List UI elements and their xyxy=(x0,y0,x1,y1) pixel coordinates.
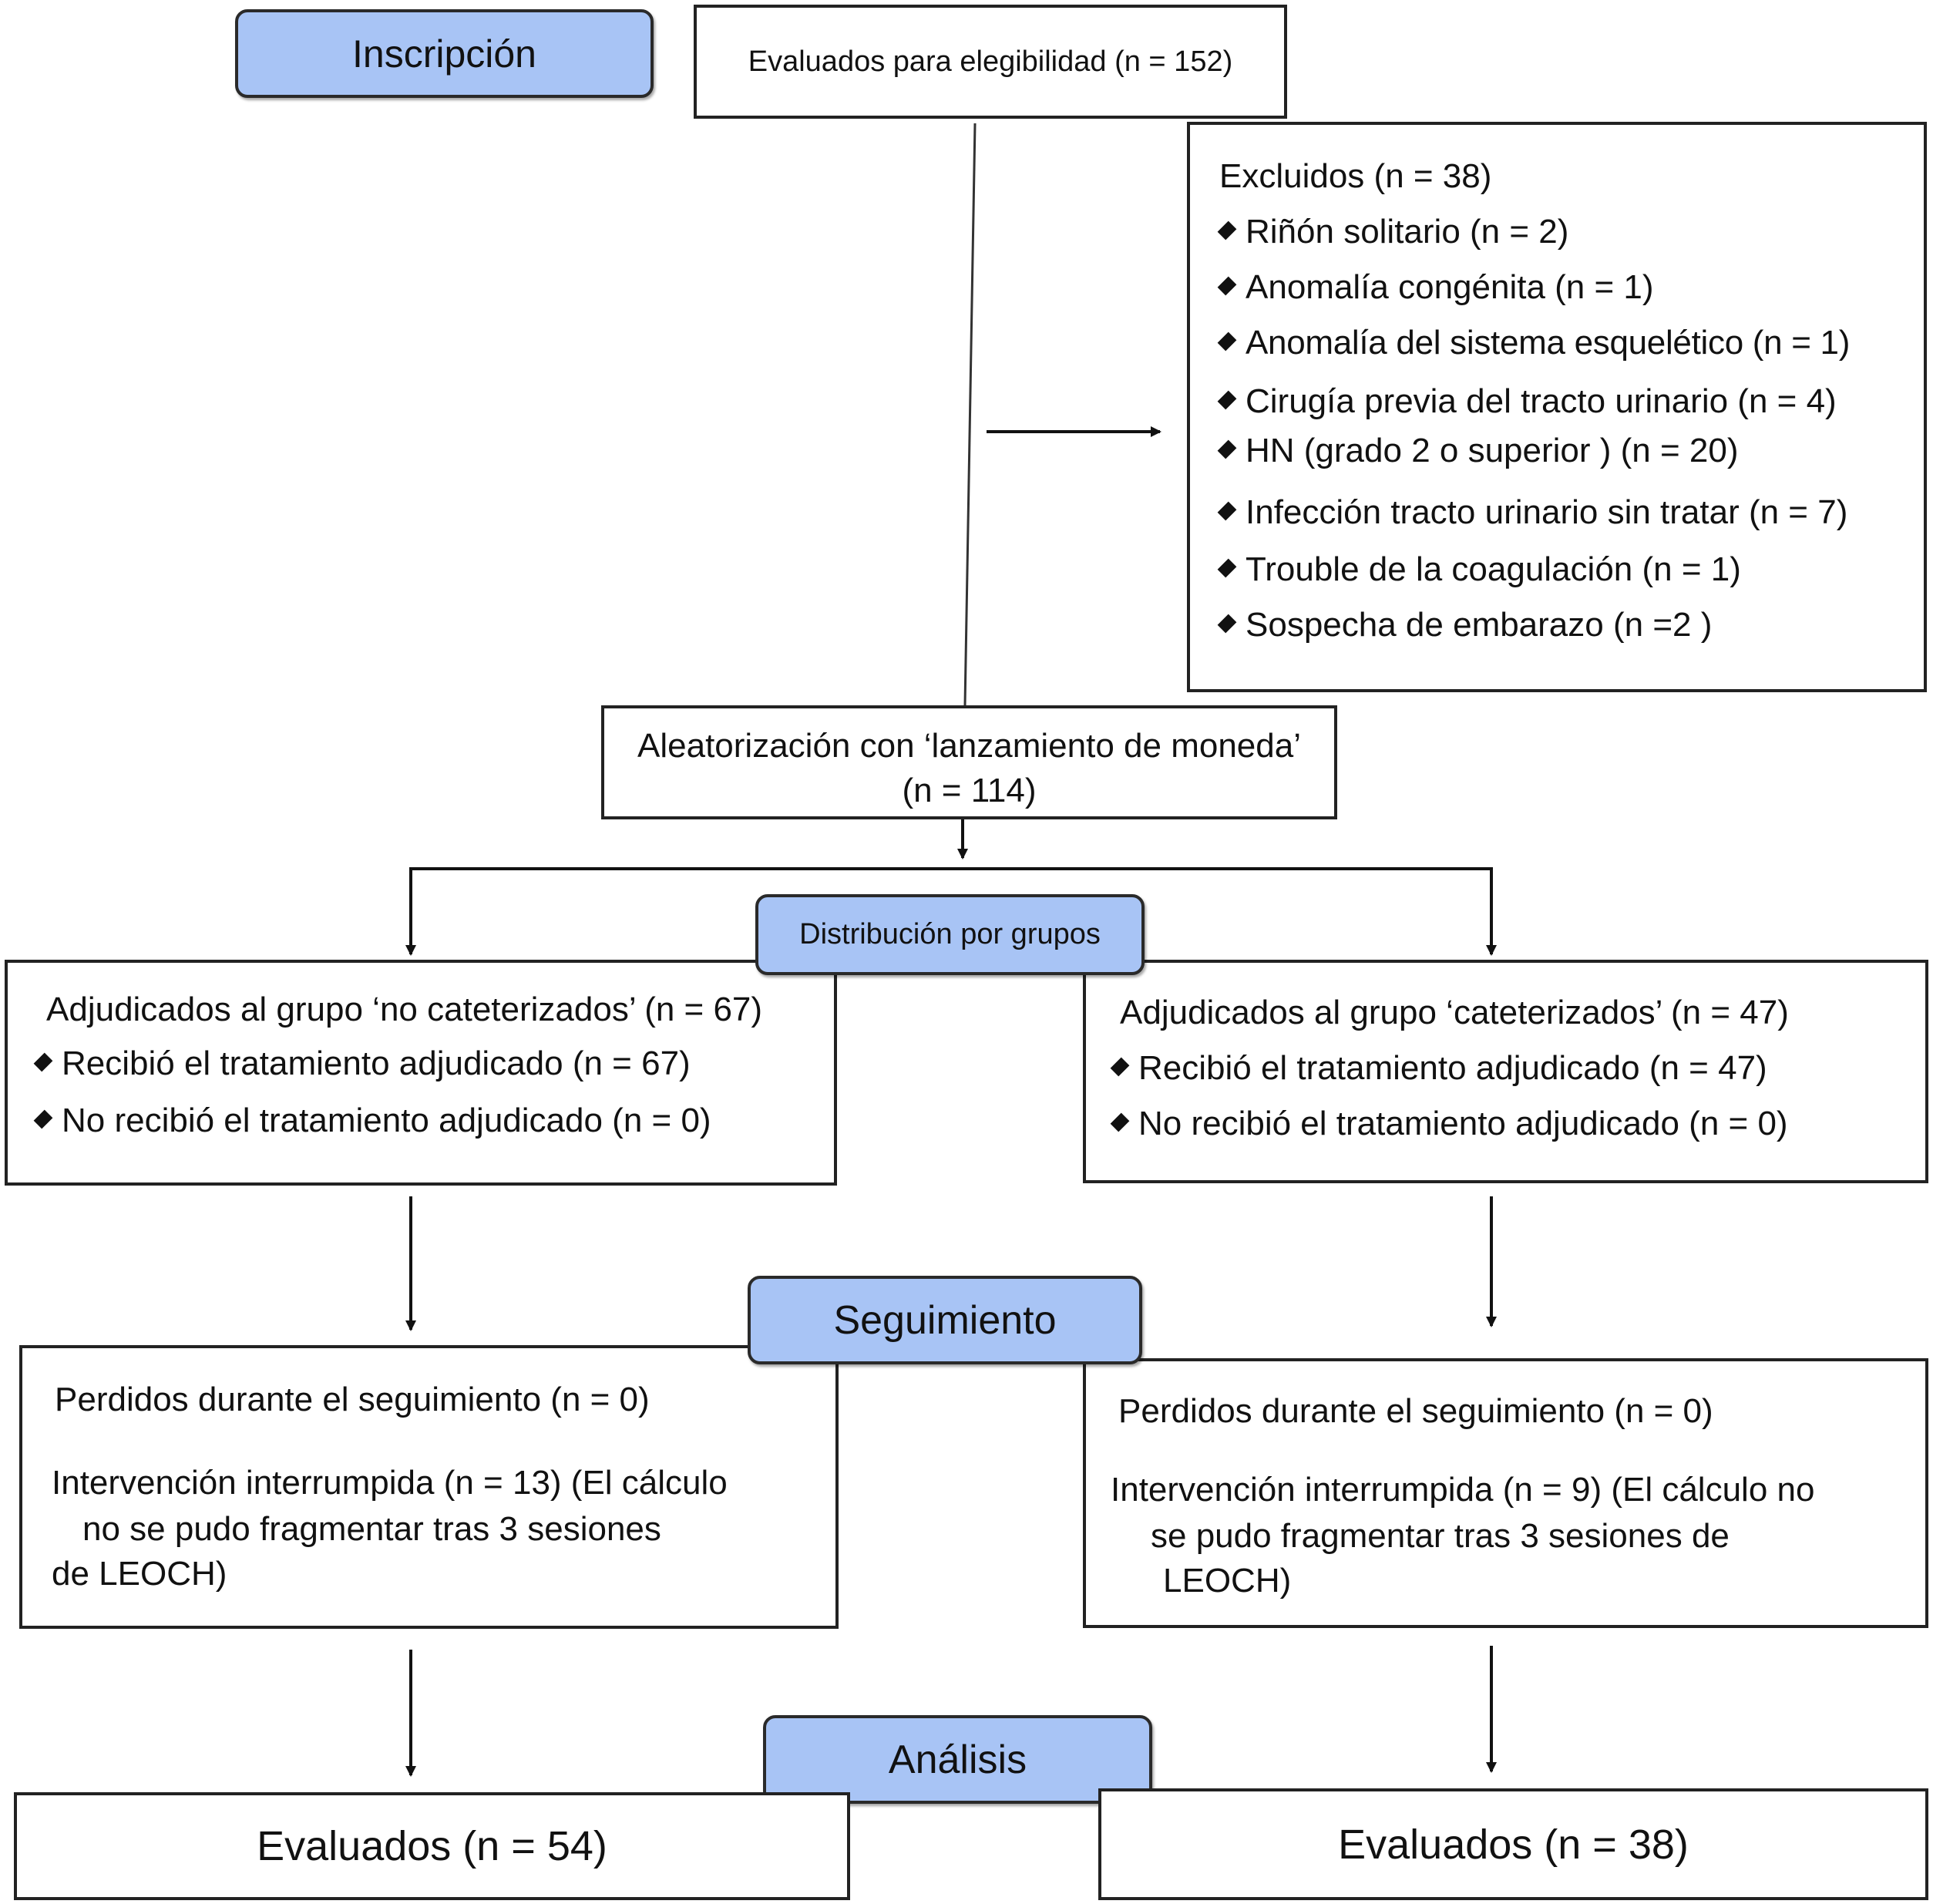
left-allocation-received: Recibió el tratamiento adjudicado (n = 6… xyxy=(33,1045,691,1083)
right-analysis-box: Evaluados (n = 38) xyxy=(1098,1788,1928,1900)
left-analysis-text: Evaluados (n = 54) xyxy=(257,1823,607,1869)
right-followup-interrupted-line2: se pudo fragmentar tras 3 sesiones de xyxy=(1151,1517,1730,1555)
diamond-bullet-icon xyxy=(1217,390,1237,410)
enrollment-stage-text: Inscripción xyxy=(352,32,536,76)
diamond-bullet-icon xyxy=(1217,558,1237,578)
randomized-box: Aleatorización con ‘lanzamiento de moned… xyxy=(601,705,1337,819)
diamond-bullet-icon xyxy=(1217,331,1237,352)
right-allocation-received: Recibió el tratamiento adjudicado (n = 4… xyxy=(1110,1049,1767,1088)
diamond-bullet-icon xyxy=(33,1052,53,1072)
right-followup-lost: Perdidos durante el seguimiento (n = 0) xyxy=(1118,1392,1713,1430)
left-allocation-title: Adjudicados al grupo ‘no cateterizados’ … xyxy=(46,991,763,1028)
left-allocation-box: Adjudicados al grupo ‘no cateterizados’ … xyxy=(5,960,837,1186)
randomized-line1: Aleatorización con ‘lanzamiento de moned… xyxy=(637,727,1301,765)
followup-stage-label: Seguimiento xyxy=(748,1276,1142,1364)
left-followup-interrupted-line2: no se pudo fragmentar tras 3 sesiones xyxy=(82,1510,661,1548)
excluded-title: Excluidos (n = 38) xyxy=(1219,157,1492,195)
analysis-stage-label: Análisis xyxy=(763,1715,1152,1804)
left-allocation-not-received: No recibió el tratamiento adjudicado (n … xyxy=(33,1102,711,1140)
excluded-item: Cirugía previa del tracto urinario (n = … xyxy=(1217,382,1837,421)
allocation-stage-label: Distribución por grupos xyxy=(755,894,1145,975)
right-allocation-box: Adjudicados al grupo ‘cateterizados’ (n … xyxy=(1083,960,1928,1183)
excluded-item: Riñón solitario (n = 2) xyxy=(1217,213,1568,251)
right-followup-box: Perdidos durante el seguimiento (n = 0) … xyxy=(1083,1358,1928,1628)
excluded-box: Excluidos (n = 38) Riñón solitario (n = … xyxy=(1187,122,1927,692)
left-followup-interrupted-line3: de LEOCH) xyxy=(52,1555,227,1593)
enrollment-stage-label: Inscripción xyxy=(235,9,654,98)
diamond-bullet-icon xyxy=(1217,501,1237,521)
assessed-text: Evaluados para elegibilidad (n = 152) xyxy=(748,45,1233,78)
right-allocation-not-received: No recibió el tratamiento adjudicado (n … xyxy=(1110,1105,1788,1143)
diamond-bullet-icon xyxy=(1110,1112,1130,1132)
right-followup-interrupted-line3: LEOCH) xyxy=(1163,1562,1292,1600)
diamond-bullet-icon xyxy=(1217,220,1237,241)
right-followup-interrupted-line1: Intervención interrumpida (n = 9) (El cá… xyxy=(1111,1471,1815,1509)
left-analysis-box: Evaluados (n = 54) xyxy=(14,1792,850,1900)
diamond-bullet-icon xyxy=(1110,1057,1130,1077)
left-followup-interrupted-line1: Intervención interrumpida (n = 13) (El c… xyxy=(52,1464,728,1502)
main-vertical-line xyxy=(963,123,977,706)
excluded-item: Anomalía congénita (n = 1) xyxy=(1217,268,1654,307)
right-analysis-text: Evaluados (n = 38) xyxy=(1338,1821,1689,1868)
right-allocation-title: Adjudicados al grupo ‘cateterizados’ (n … xyxy=(1120,994,1789,1031)
left-followup-lost: Perdidos durante el seguimiento (n = 0) xyxy=(55,1381,650,1418)
allocation-split-line xyxy=(409,867,1493,954)
diamond-bullet-icon xyxy=(33,1109,53,1129)
analysis-stage-text: Análisis xyxy=(888,1737,1027,1782)
diamond-bullet-icon xyxy=(1217,614,1237,634)
diamond-bullet-icon xyxy=(1217,276,1237,296)
allocation-stage-text: Distribución por grupos xyxy=(799,918,1101,950)
excluded-item: Anomalía del sistema esquelético (n = 1) xyxy=(1217,324,1850,362)
excluded-item: Sospecha de embarazo (n =2 ) xyxy=(1217,606,1712,644)
diamond-bullet-icon xyxy=(1217,439,1237,459)
followup-stage-text: Seguimiento xyxy=(833,1297,1057,1343)
assessed-box: Evaluados para elegibilidad (n = 152) xyxy=(694,5,1287,119)
excluded-item: Trouble de la coagulación (n = 1) xyxy=(1217,550,1741,589)
left-followup-box: Perdidos durante el seguimiento (n = 0) … xyxy=(19,1345,839,1629)
excluded-item: HN (grado 2 o superior ) (n = 20) xyxy=(1217,432,1739,470)
excluded-item: Infección tracto urinario sin tratar (n … xyxy=(1217,493,1847,532)
randomized-line2: (n = 114) xyxy=(902,772,1037,809)
